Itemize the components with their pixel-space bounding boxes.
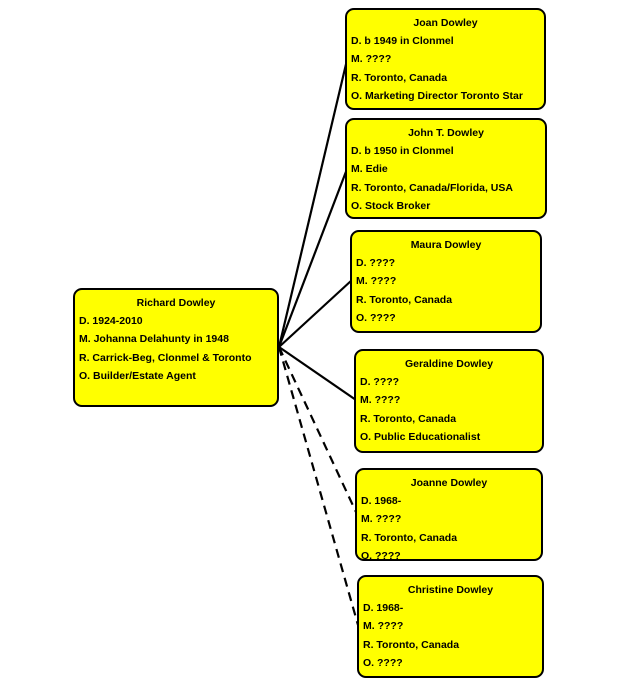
connector-line-solid bbox=[277, 168, 349, 348]
parent-box-richard-dowley: Richard Dowley D. 1924-2010 M. Johanna D… bbox=[73, 288, 279, 407]
child-residence: R. Toronto, Canada bbox=[351, 71, 448, 84]
connector-line-solid bbox=[278, 279, 353, 348]
child-married: M. ???? bbox=[356, 275, 397, 288]
child-box-john-t-dowley: John T. Dowley D. b 1950 in Clonmel M. E… bbox=[345, 118, 547, 219]
child-name: Geraldine Dowley bbox=[404, 358, 494, 370]
child-box-joan-dowley: Joan Dowley D. b 1949 in Clonmel M. ????… bbox=[345, 8, 546, 110]
parent-residence: R. Carrick-Beg, Clonmel & Toronto bbox=[79, 351, 252, 364]
connector-line-solid bbox=[277, 59, 349, 348]
child-died: D. ???? bbox=[360, 376, 400, 389]
child-name: Christine Dowley bbox=[407, 584, 494, 596]
connector-line-dashed bbox=[278, 346, 357, 513]
child-occupation: O. ???? bbox=[361, 549, 401, 562]
child-box-geraldine-dowley: Geraldine Dowley D. ???? M. ???? R. Toro… bbox=[354, 349, 544, 453]
child-died: D. ???? bbox=[356, 257, 396, 270]
child-married: M. ???? bbox=[360, 394, 401, 407]
child-occupation: O. ???? bbox=[363, 656, 403, 669]
child-residence: R. Toronto, Canada bbox=[360, 412, 457, 425]
child-married: M. ???? bbox=[351, 53, 392, 66]
child-occupation: O. Marketing Director Toronto Star bbox=[351, 89, 523, 102]
child-name: Maura Dowley bbox=[410, 239, 482, 251]
child-died: D. 1968- bbox=[363, 602, 404, 615]
child-residence: R. Toronto, Canada/Florida, USA bbox=[351, 181, 513, 194]
child-name: John T. Dowley bbox=[408, 127, 484, 139]
child-name: Joanne Dowley bbox=[410, 477, 488, 489]
parent-occupation: O. Builder/Estate Agent bbox=[79, 369, 196, 382]
child-married: M. Edie bbox=[351, 163, 388, 176]
child-box-maura-dowley: Maura Dowley D. ???? M. ???? R. Toronto,… bbox=[350, 230, 542, 333]
child-died: D. b 1949 in Clonmel bbox=[351, 35, 454, 48]
child-residence: R. Toronto, Canada bbox=[361, 531, 458, 544]
child-died: D. b 1950 in Clonmel bbox=[351, 145, 454, 158]
parent-married: M. Johanna Delahunty in 1948 bbox=[79, 333, 229, 346]
child-box-christine-dowley: Christine Dowley D. 1968- M. ???? R. Tor… bbox=[357, 575, 544, 678]
connector-line-solid bbox=[278, 346, 357, 401]
child-box-joanne-dowley: Joanne Dowley D. 1968- M. ???? R. Toront… bbox=[355, 468, 543, 562]
child-occupation: O. Public Educationalist bbox=[360, 430, 481, 443]
child-residence: R. Toronto, Canada bbox=[356, 293, 453, 306]
child-name: Joan Dowley bbox=[413, 17, 478, 29]
child-occupation: O. ???? bbox=[356, 311, 396, 324]
child-died: D. 1968- bbox=[361, 495, 402, 508]
parent-name: Richard Dowley bbox=[136, 297, 216, 309]
child-residence: R. Toronto, Canada bbox=[363, 638, 460, 651]
child-occupation: O. Stock Broker bbox=[351, 199, 431, 212]
child-married: M. ???? bbox=[361, 513, 402, 526]
connector-line-dashed bbox=[277, 346, 360, 626]
child-married: M. ???? bbox=[363, 620, 404, 633]
parent-died: D. 1924-2010 bbox=[79, 315, 143, 328]
